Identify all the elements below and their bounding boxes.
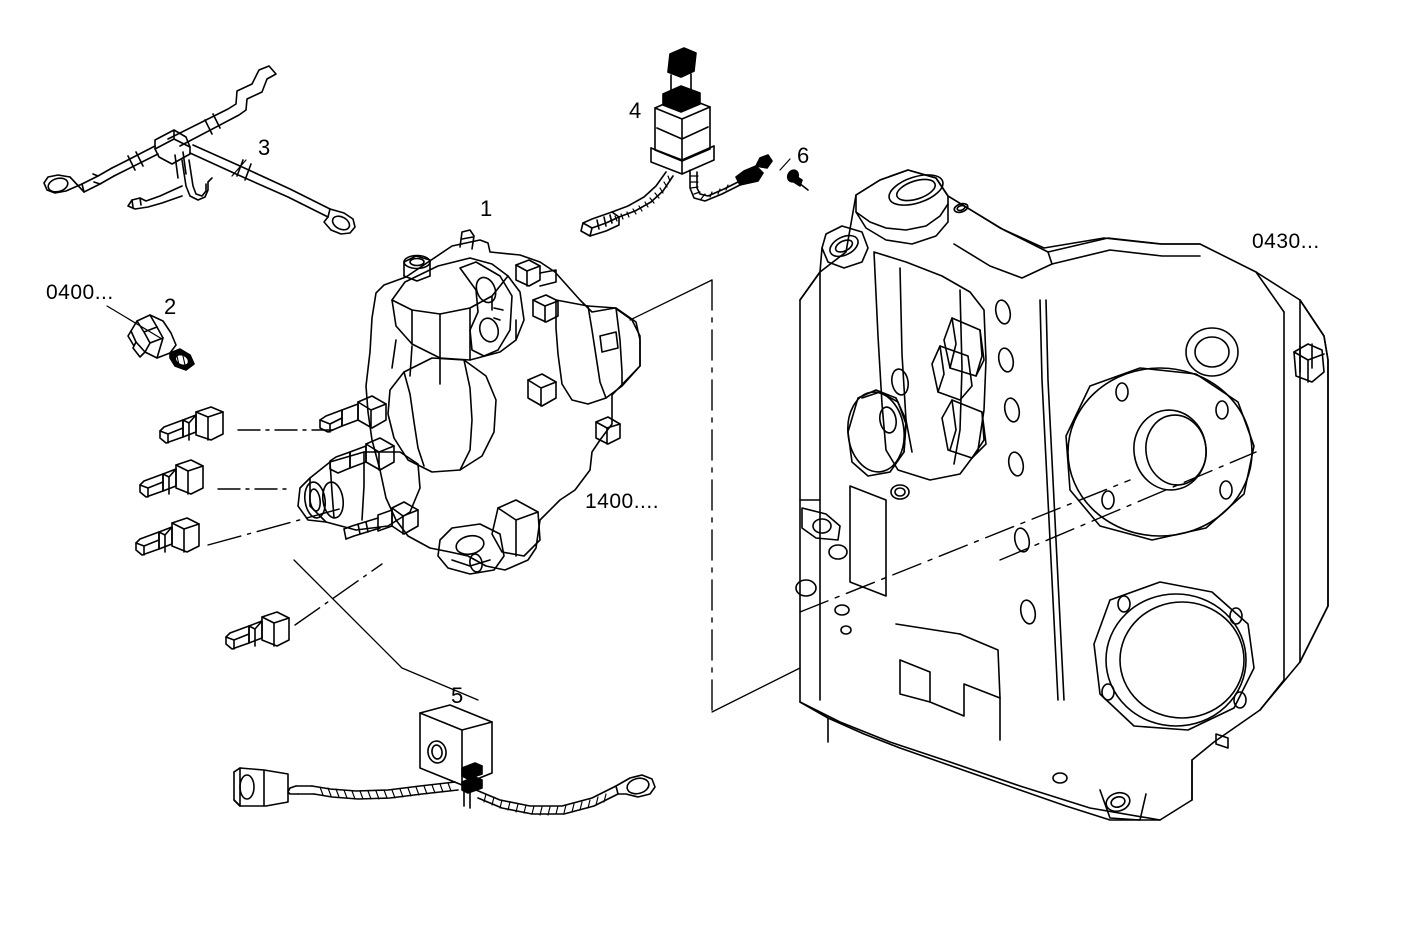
leader-line-3 (231, 159, 247, 177)
leader-line-fitting-3 (207, 507, 344, 546)
projection-plane-leaders (629, 279, 801, 713)
part-fuel-shutoff-solenoid (580, 47, 773, 237)
leader-line-fitting-4 (294, 563, 383, 626)
group-label-0400: 0400... (46, 281, 114, 304)
part-relay-cable-assembly (233, 704, 656, 816)
callout-label-1: 1 (480, 196, 493, 221)
housing-axis-centerline (799, 479, 1131, 613)
part-hex-fitting-4 (225, 611, 290, 650)
part-hex-fitting-2 (139, 459, 204, 498)
part-wiring-harness (43, 65, 356, 235)
callout-label-6: 6 (797, 143, 810, 168)
leader-line-0400 (106, 305, 163, 340)
group-label-1400: 1400.... (585, 490, 660, 513)
part-temperature-sensor (127, 314, 195, 371)
leader-line-6 (779, 158, 791, 171)
part-retaining-screw (786, 169, 809, 191)
part-fuel-injection-pump (297, 229, 641, 575)
group-label-0430: 0430... (1252, 230, 1320, 253)
callout-label-5: 5 (451, 683, 464, 708)
part-hex-fitting-1 (159, 406, 224, 444)
part-timing-gear-housing (795, 169, 1329, 821)
callout-label-4: 4 (629, 98, 642, 123)
part-hex-fitting-3 (135, 517, 200, 556)
leader-line-5 (293, 559, 479, 701)
callout-label-2: 2 (164, 294, 177, 319)
callout-label-3: 3 (258, 135, 271, 160)
bore-axis-centerline (999, 451, 1257, 561)
